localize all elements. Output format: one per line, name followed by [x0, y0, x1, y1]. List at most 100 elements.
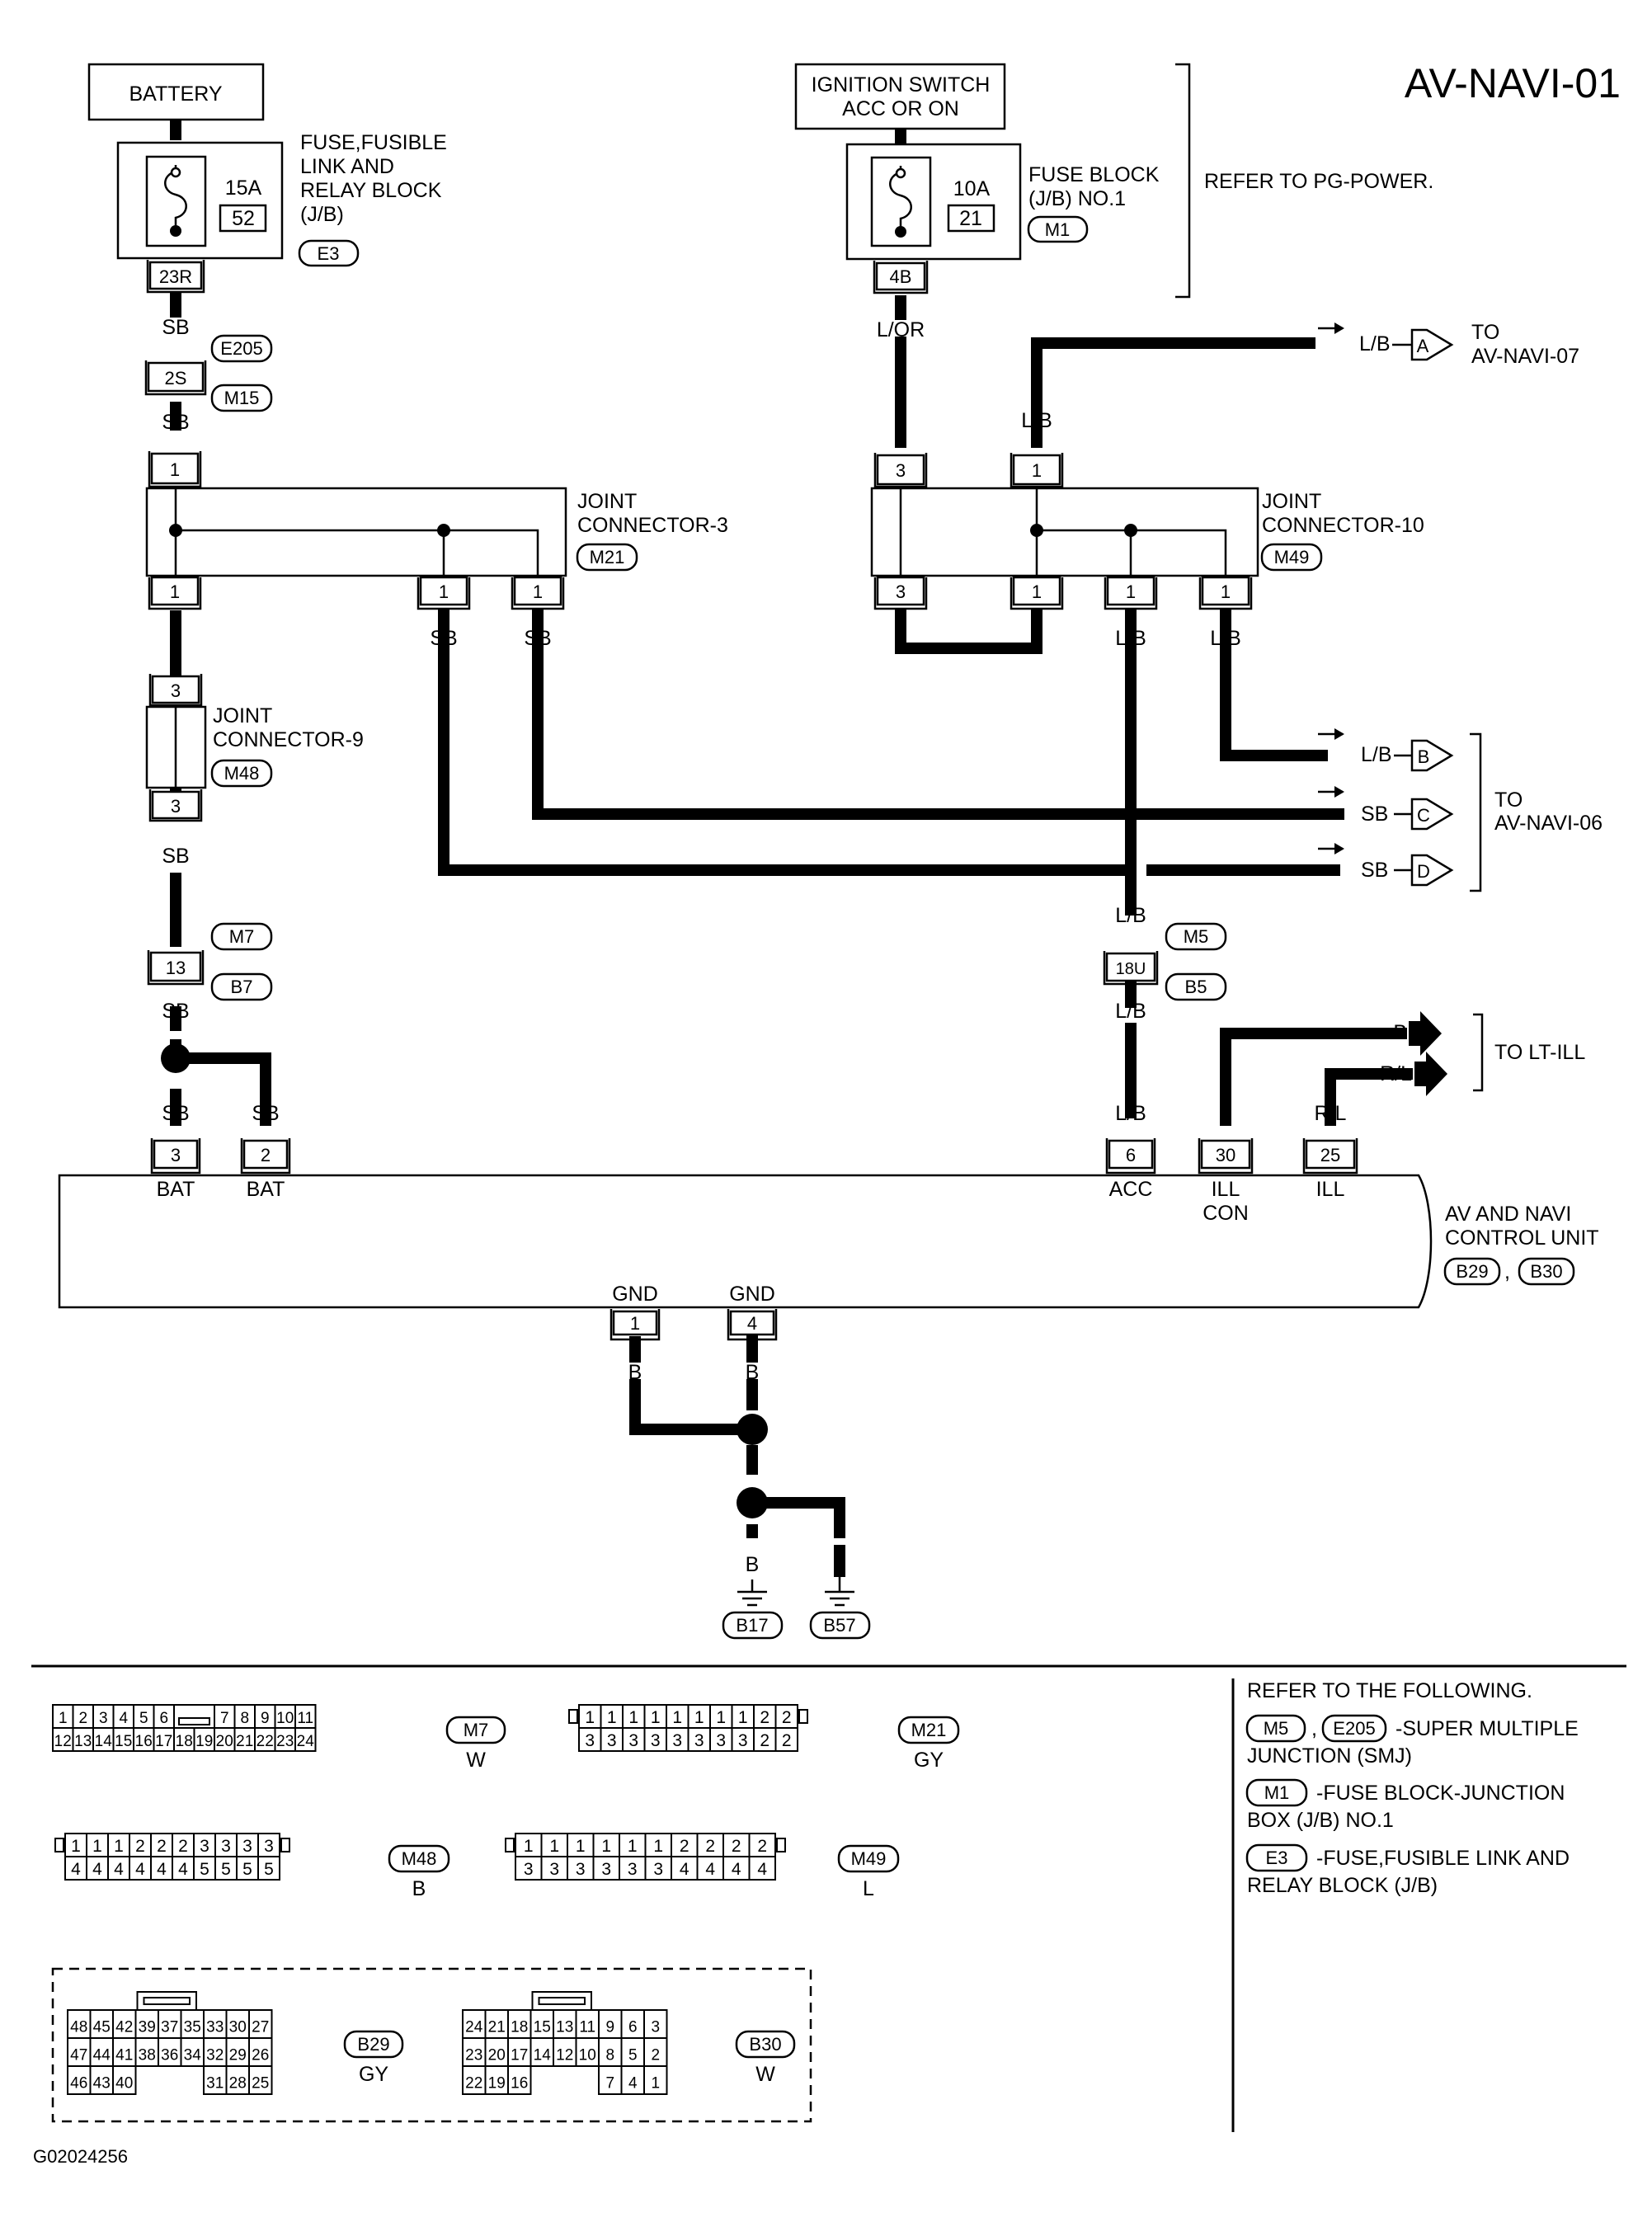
pin-number: 32: [206, 2047, 224, 2064]
svg-text:B17: B17: [736, 1615, 768, 1636]
pin-number: 3: [200, 1837, 209, 1856]
pin-cell: [134, 2037, 159, 2067]
svg-text:E205: E205: [1333, 1718, 1375, 1739]
svg-text:A: A: [1417, 336, 1429, 356]
pin-number: 22: [257, 1733, 274, 1750]
svg-text:JUNCTION (SMJ): JUNCTION (SMJ): [1247, 1744, 1412, 1768]
pin-number: 3: [738, 1731, 748, 1750]
svg-text:M15: M15: [224, 388, 260, 408]
pin-number: 3: [585, 1731, 595, 1750]
svg-text:L: L: [863, 1877, 874, 1900]
svg-text:2: 2: [261, 1145, 271, 1165]
svg-text:1: 1: [630, 1313, 640, 1334]
offpage-d-av-navi-06: SB D: [1318, 843, 1454, 887]
svg-text:23R: 23R: [159, 266, 192, 287]
pin-cell: [598, 2037, 623, 2067]
pin-number: 39: [139, 2019, 156, 2036]
pin-number: 4: [680, 1860, 690, 1879]
connector-label-b30: B30 W: [735, 2030, 796, 2086]
svg-text:B5: B5: [1185, 977, 1207, 997]
pin-cell: [731, 1704, 755, 1729]
pin-number: 1: [92, 1837, 102, 1856]
pin-number: 40: [115, 2075, 133, 2093]
pin-number: 3: [672, 1731, 682, 1750]
pin-number: 1: [672, 1708, 682, 1727]
svg-text:RELAY BLOCK: RELAY BLOCK: [300, 179, 442, 202]
svg-text:L/B: L/B: [1361, 743, 1392, 766]
wire-color-lor: L/OR: [877, 318, 925, 341]
pin-number: 4: [757, 1860, 767, 1879]
svg-text:REFER TO THE FOLLOWING.: REFER TO THE FOLLOWING.: [1247, 1679, 1532, 1702]
pin-number: 36: [161, 2047, 178, 2064]
pin-number: 29: [229, 2047, 247, 2064]
pin-cell: [671, 1833, 699, 1857]
svg-text:M48: M48: [224, 763, 260, 784]
pin-number: 10: [276, 1710, 294, 1727]
pin-number: 21: [488, 2019, 506, 2036]
pin-number: 26: [252, 2047, 269, 2064]
pin-cell: [225, 2065, 250, 2095]
pin-cell: [64, 1856, 87, 1881]
svg-text:3: 3: [171, 1145, 181, 1165]
pin-number: 1: [694, 1708, 704, 1727]
svg-text:18U: 18U: [1116, 960, 1146, 978]
pin-number: 3: [242, 1837, 252, 1856]
pin-cell: [233, 1727, 256, 1752]
svg-text:W: W: [755, 2063, 775, 2086]
pin-cell: [643, 2037, 668, 2067]
pin-number: 4: [705, 1860, 715, 1879]
pin-cell: [134, 2009, 159, 2039]
pin-number: 46: [70, 2075, 87, 2093]
pin-number: 5: [200, 1860, 209, 1879]
latch-ear: [505, 1838, 515, 1852]
pin-cell: [748, 1833, 776, 1857]
pin-number: 2: [135, 1837, 145, 1856]
pin-number: 1: [549, 1837, 559, 1856]
latch-ear: [568, 1709, 578, 1724]
latch-ear: [54, 1838, 64, 1852]
pin-number: 24: [297, 1733, 315, 1750]
wire-color-lb-5: L/B: [1115, 1000, 1146, 1023]
pin-cell: [540, 1833, 568, 1857]
pin-number: 3: [549, 1860, 559, 1879]
pin-number: 1: [114, 1837, 124, 1856]
svg-text:M5: M5: [1184, 926, 1209, 947]
svg-text:4: 4: [747, 1313, 757, 1334]
svg-text:JOINT: JOINT: [213, 704, 272, 727]
offpage-a-av-navi-07: L/B A TO AV-NAVI-07: [1318, 321, 1579, 368]
pin-cell: [462, 2065, 487, 2095]
pin-number: 1: [651, 1708, 661, 1727]
svg-text:L/B: L/B: [1359, 332, 1391, 355]
pin-number: 4: [119, 1710, 128, 1727]
wire-color-lb-3: L/B: [1210, 627, 1241, 650]
pin-number: 3: [651, 2019, 660, 2036]
pin-number: 4: [71, 1860, 81, 1879]
svg-text:CON: CON: [1203, 1202, 1249, 1225]
refer-to-following: REFER TO THE FOLLOWING. M5 , E205 -SUPER…: [1245, 1679, 1579, 1897]
svg-text:1: 1: [533, 581, 543, 602]
connector-label-m49: M49 L: [837, 1844, 900, 1900]
svg-text:GY: GY: [359, 2063, 388, 2086]
pin-number: 44: [93, 2047, 111, 2064]
svg-text:BAT: BAT: [247, 1178, 285, 1201]
pin-number: 30: [229, 2019, 247, 2036]
pin-number: 1: [601, 1837, 611, 1856]
pin-number: 7: [605, 2075, 614, 2093]
pin-cell: [233, 1704, 256, 1729]
wire-color-sb-2: SB: [162, 411, 189, 434]
pin-number: 1: [716, 1708, 726, 1727]
pin-cell: [644, 1856, 672, 1881]
svg-text:21: 21: [959, 207, 982, 230]
navi06-label: AV-NAVI-06: [1494, 812, 1603, 835]
pin-number: 1: [71, 1837, 81, 1856]
svg-text:D: D: [1417, 861, 1430, 882]
pin-number: 35: [184, 2019, 201, 2036]
pin-cell: [622, 1727, 646, 1752]
pin-cell: [225, 2009, 250, 2039]
wire-color-b-2: B: [628, 1361, 642, 1384]
pin-cell: [153, 1727, 175, 1752]
pin-number: 1: [576, 1837, 586, 1856]
pin-number: 17: [155, 1733, 172, 1750]
wire-color-b-1: B: [1219, 1102, 1233, 1125]
svg-text:FUSE,FUSIBLE: FUSE,FUSIBLE: [300, 131, 447, 154]
